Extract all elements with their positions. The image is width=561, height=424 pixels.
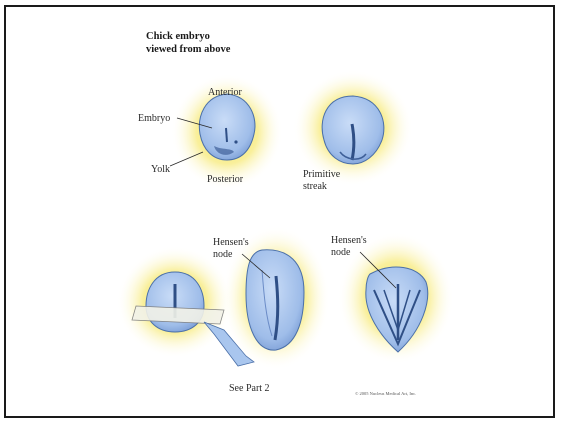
streak-start-1 <box>226 128 227 142</box>
label-see-part: See Part 2 <box>229 383 270 394</box>
label-embryo: Embryo <box>138 113 170 124</box>
title-line-2: viewed from above <box>146 44 231 55</box>
dot-1 <box>234 140 237 143</box>
label-anterior: Anterior <box>208 87 243 98</box>
stage-5-embryo <box>338 232 454 364</box>
copyright: © 2005 Nucleus Medical Art, Inc. <box>355 391 416 397</box>
label-hensens-2-line-1: Hensen's <box>331 235 367 246</box>
label-hensens-2-line-2: node <box>331 247 351 258</box>
label-yolk: Yolk <box>151 164 170 175</box>
title-line-1: Chick embryo <box>146 31 210 42</box>
label-hensens-1-line-2: node <box>213 249 233 260</box>
label-hensens-1-line-1: Hensen's <box>213 237 249 248</box>
label-primitive-line-2: streak <box>303 181 327 192</box>
label-posterior: Posterior <box>207 174 244 185</box>
label-primitive-line-1: Primitive <box>303 169 341 180</box>
